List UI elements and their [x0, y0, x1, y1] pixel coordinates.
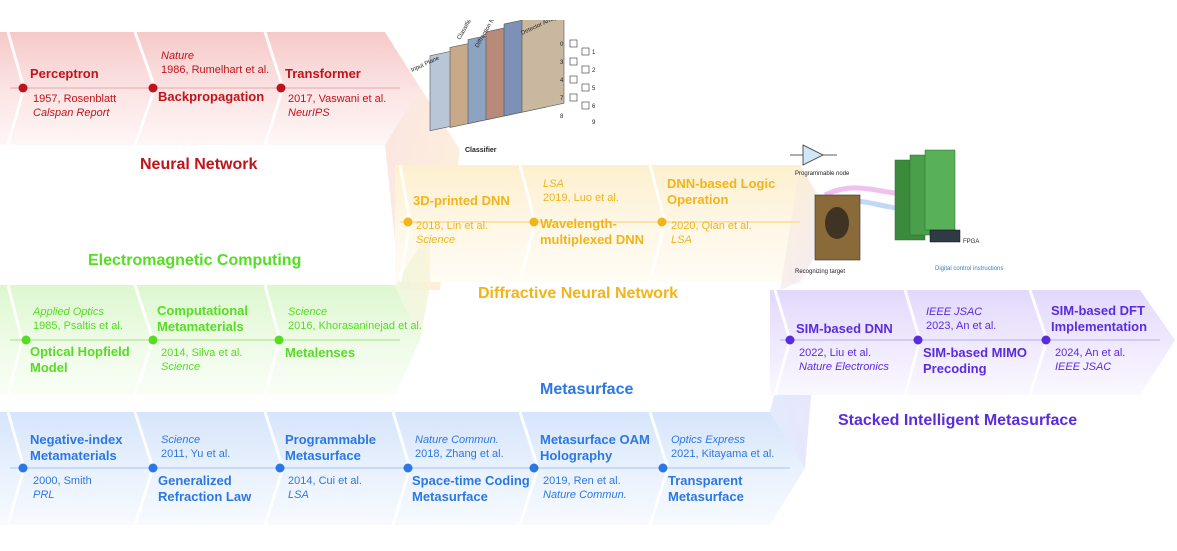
- milestone-year: 2011, Yu et al.: [161, 448, 231, 460]
- programmable-node-label: Programmable node: [795, 171, 850, 177]
- milestone-year: 2018, Lin et al.: [416, 220, 489, 232]
- milestone-venue: Optics Express: [671, 434, 745, 446]
- timeline-node: [148, 463, 158, 473]
- milestone-year: 2023, An et al.: [926, 320, 997, 332]
- milestone-year: 2000, Smith: [33, 475, 92, 487]
- milestone-title: SIM-based DNN: [796, 321, 893, 336]
- digit-label: 6: [592, 104, 596, 110]
- milestone-year: 1957, Rosenblatt: [33, 93, 117, 105]
- timeline-node: [274, 335, 284, 345]
- timeline-node: [529, 217, 539, 227]
- milestone-year: 2020, Qian et al.: [671, 220, 752, 232]
- timeline-node: [658, 463, 668, 473]
- milestone-venue: PRL: [33, 489, 55, 501]
- milestone-title: Wavelength-multiplexed DNN: [540, 216, 645, 248]
- timeline-node: [403, 463, 413, 473]
- timeline-node: [21, 335, 31, 345]
- milestone-year: 2018, Zhang et al.: [415, 448, 504, 460]
- timeline-node: [276, 83, 286, 93]
- timeline-node: [657, 217, 667, 227]
- classifier-top-label: Classifier: [457, 20, 475, 41]
- milestone-title: 3D-printed DNN: [413, 193, 510, 208]
- milestone-title: Optical Hopfield Model: [30, 344, 130, 376]
- milestone-title: DNN-based Logic Operation: [667, 176, 776, 208]
- timeline-node: [148, 83, 158, 93]
- digit-label: 9: [592, 120, 596, 126]
- milestone-year: 2021, Kitayama et al.: [671, 448, 775, 460]
- digit-label: 3: [560, 60, 564, 66]
- classifier-bottom-label: Classifier: [465, 147, 497, 154]
- digit-label: 1: [592, 50, 596, 56]
- milestone-venue: Science: [161, 434, 201, 446]
- milestone-year: 2024, An et al.: [1055, 347, 1126, 359]
- milestone-venue: Science: [288, 306, 328, 318]
- milestone-title: Perceptron: [30, 66, 99, 81]
- timeline-node: [148, 335, 158, 345]
- milestone-venue: LSA: [671, 234, 692, 246]
- digital-control-label: Digital control instructions: [935, 266, 1003, 272]
- fpga-label: FPGA: [963, 239, 979, 245]
- timeline-node: [785, 335, 795, 345]
- milestone-title: SIM-based MIMO Precoding: [923, 345, 1028, 377]
- milestone-venue: IEEE JSAC: [926, 306, 983, 318]
- milestone-venue: Science: [416, 234, 456, 246]
- milestone-venue: Nature: [161, 50, 195, 62]
- milestone-venue: LSA: [543, 178, 564, 190]
- milestone-title: SIM-based DFT Implementation: [1051, 303, 1148, 335]
- timeline-node: [529, 463, 539, 473]
- milestone-venue: Science: [161, 361, 201, 373]
- timeline-node: [275, 463, 285, 473]
- milestone-year: 2019, Luo et al.: [543, 192, 619, 204]
- timeline-node: [403, 217, 413, 227]
- milestone-venue: IEEE JSAC: [1055, 361, 1112, 373]
- milestone-venue: Nature Electronics: [799, 361, 889, 373]
- digit-label: 2: [592, 68, 596, 74]
- milestone-title: Metalenses: [285, 345, 356, 360]
- timeline-node: [1041, 335, 1051, 345]
- recognizing-target-label: Recognizing target: [795, 269, 845, 275]
- digit-label: 7: [560, 96, 564, 102]
- milestone-venue: Calspan Report: [33, 107, 110, 119]
- milestone-venue: Nature Commun.: [543, 489, 627, 501]
- milestone-title: Space-time Coding Metasurface: [412, 473, 530, 505]
- milestone-year: 1985, Psaltis et al.: [33, 320, 123, 332]
- milestone-year: 1986, Rumelhart et al.: [161, 64, 270, 76]
- milestone-title: Metasurface OAM Holography: [540, 432, 650, 464]
- milestone-venue: LSA: [288, 489, 309, 501]
- diffractive-network-illustration: Input Plane Classifier Diffraction Netwo…: [410, 20, 596, 154]
- milestone-venue: Applied Optics: [33, 306, 104, 318]
- digit-label: 8: [560, 114, 564, 120]
- milestone-year: 2014, Cui et al.: [288, 475, 362, 487]
- milestone-venue: NeurIPS: [288, 107, 330, 119]
- section-title-sim: Stacked Intelligent Metasurface: [838, 412, 1078, 429]
- section-title-dnn: Diffractive Neural Network: [478, 285, 679, 302]
- milestone-title: Generalized Refraction Law: [158, 473, 252, 505]
- milestone-year: 2022, Liu et al.: [799, 347, 872, 359]
- milestone-title: Backpropagation: [158, 89, 265, 104]
- milestone-year: 2019, Ren et al.: [543, 475, 621, 487]
- section-title-neural-network: Neural Network: [140, 156, 258, 173]
- milestone-year: 2017, Vaswani et al.: [288, 93, 387, 105]
- sim-hardware-illustration: Programmable node FPGA Recognizing targe…: [790, 144, 1003, 275]
- milestone-venue: Nature Commun.: [415, 434, 499, 446]
- milestone-title: Negative-index Metamaterials: [30, 432, 123, 464]
- milestone-title: Transparent Metasurface: [668, 473, 744, 505]
- timeline-node: [18, 83, 28, 93]
- digit-label: 5: [592, 86, 596, 92]
- milestone-title: Transformer: [285, 66, 361, 81]
- digit-label: 4: [560, 78, 564, 84]
- timeline-node: [18, 463, 28, 473]
- digit-label: 0: [560, 42, 564, 48]
- timeline-node: [913, 335, 923, 345]
- section-title-metasurface: Metasurface: [540, 381, 634, 398]
- milestone-title: Computational Metamaterials: [157, 303, 248, 335]
- milestone-year: 2016, Khorasaninejad et al.: [288, 320, 422, 332]
- section-title-em-computing: Electromagnetic Computing: [88, 252, 302, 269]
- milestone-year: 2014, Silva et al.: [161, 347, 243, 359]
- milestone-title: Programmable Metasurface: [285, 432, 377, 464]
